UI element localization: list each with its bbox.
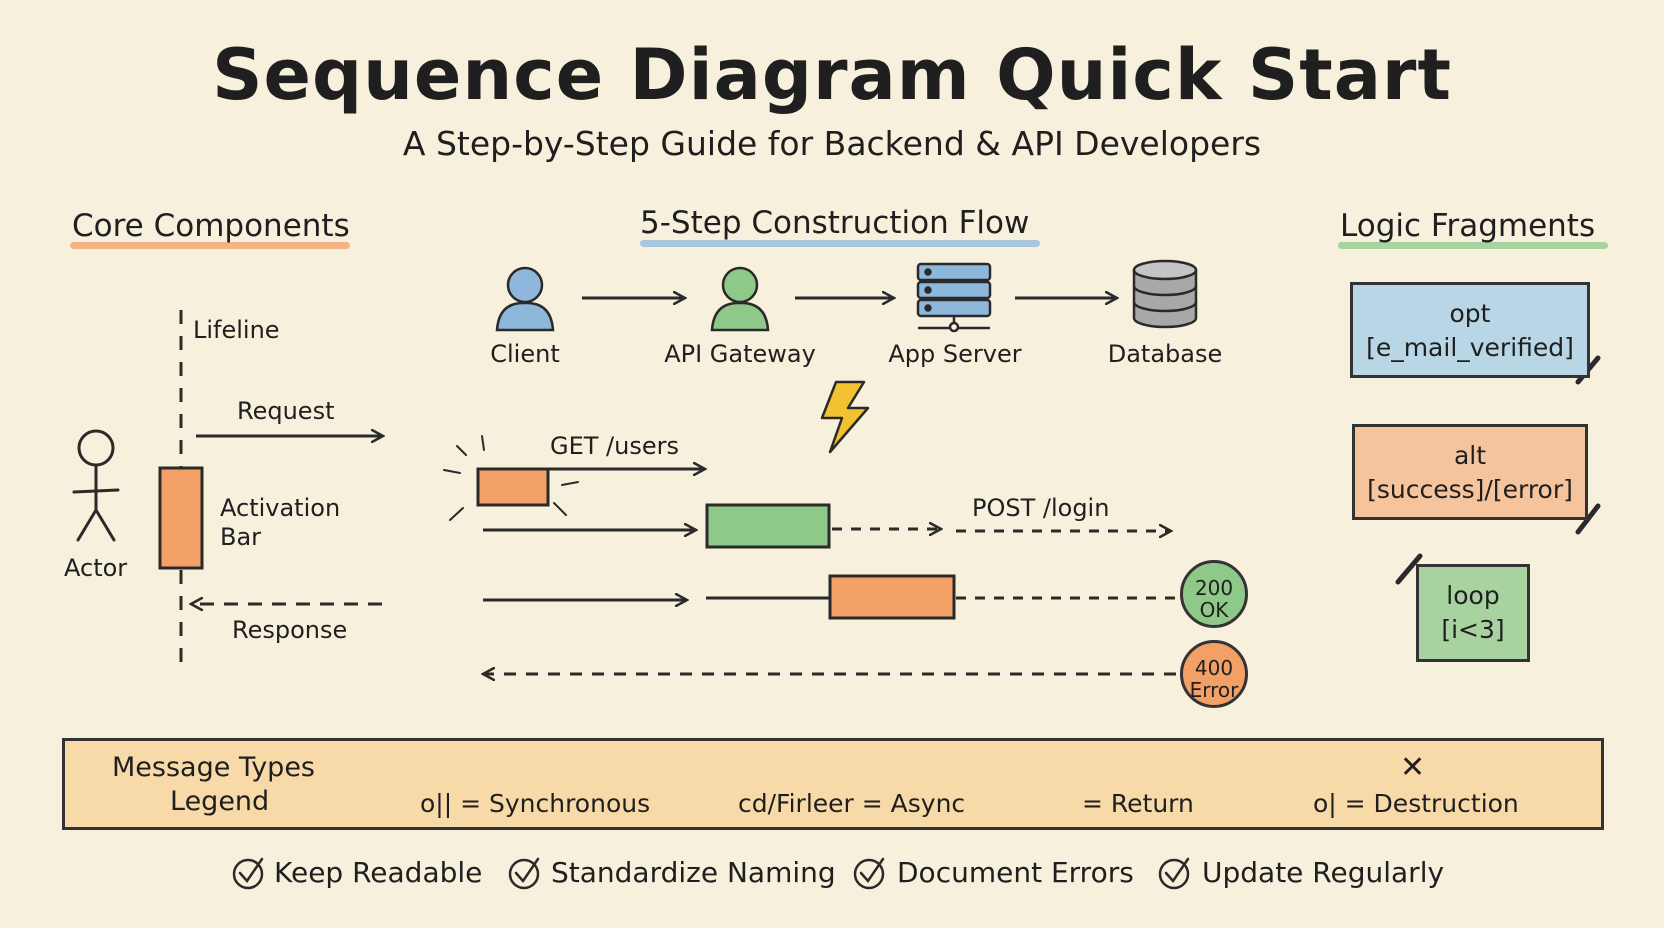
api-gateway-icon: [710, 266, 770, 332]
flow-heading: 5-Step Construction Flow: [640, 205, 1030, 241]
legend-destruction-label: o| = Destruction: [1313, 789, 1519, 818]
participant-label-database: Database: [1107, 340, 1223, 368]
opt-fragment: opt [e_mail_verified]: [1350, 282, 1590, 378]
ok-badge-text: OK: [1199, 598, 1229, 622]
actor-icon: [72, 429, 120, 542]
error-badge-code: 400: [1194, 656, 1234, 680]
fragments-heading-underline: [1338, 242, 1608, 249]
core-heading-underline: [70, 242, 350, 249]
participant-label-client: Client: [490, 340, 560, 368]
response-label: Response: [232, 616, 348, 644]
legend-async-label: cd/Firleer = Async: [738, 789, 966, 818]
checklist-item-keep-readable: Keep Readable: [274, 856, 483, 889]
loop-fragment-keyword: loop: [1446, 581, 1500, 610]
legend-sync-label: o|| = Synchronous: [420, 789, 651, 818]
error-badge-text: Error: [1189, 678, 1239, 702]
lightning-icon: [820, 380, 870, 454]
lifeline-label: Lifeline: [193, 316, 280, 344]
ok-badge: 200 OK: [1180, 560, 1248, 628]
activation-bar: [158, 466, 204, 570]
orange-activation-block-2: [828, 574, 956, 620]
loop-fragment: loop [i<3]: [1416, 564, 1530, 662]
ok-badge-code: 200: [1194, 576, 1234, 600]
alt-fragment-keyword: alt: [1453, 441, 1487, 470]
alt-fragment-guard: [success]/[error]: [1367, 475, 1573, 504]
checklist-item-standardize-naming: Standardize Naming: [551, 856, 836, 889]
post-login-label: POST /login: [972, 494, 1110, 522]
request-label: Request: [237, 397, 335, 425]
bar-label: Bar: [220, 523, 262, 551]
burst-lines: [443, 435, 579, 521]
actor-label: Actor: [64, 554, 128, 582]
participant-label-app-server: App Server: [888, 340, 1022, 368]
message-types-legend: [62, 738, 1604, 830]
legend-return-label: = Return: [1082, 789, 1194, 818]
check-icon-1: [232, 857, 264, 890]
page-subtitle: A Step-by-Step Guide for Backend & API D…: [402, 124, 1262, 163]
opt-fragment-guard: [e_mail_verified]: [1366, 333, 1574, 362]
error-badge: 400 Error: [1180, 640, 1248, 708]
opt-fragment-keyword: opt: [1449, 299, 1491, 328]
green-activation-block: [705, 503, 831, 549]
check-icon-2: [508, 857, 540, 890]
loop-fragment-guard: [i<3]: [1441, 615, 1505, 644]
get-users-label: GET /users: [550, 432, 679, 460]
legend-title-line1: Message Types: [112, 752, 316, 783]
orange-activation-block: [476, 467, 550, 507]
app-server-icon: [916, 262, 992, 333]
legend-title-line2: Legend: [170, 786, 270, 817]
client-icon: [495, 266, 555, 332]
loop-pencil-mark: [1395, 553, 1423, 585]
core-components-heading: Core Components: [72, 208, 350, 244]
database-icon: [1132, 259, 1198, 329]
participant-label-api-gateway: API Gateway: [664, 340, 816, 368]
alt-pencil-mark: [1575, 503, 1601, 535]
page-title: Sequence Diagram Quick Start: [212, 34, 1452, 116]
destruction-x-icon: ✕: [1400, 750, 1426, 785]
check-icon-4: [1158, 857, 1190, 890]
activation-label: Activation: [220, 494, 341, 522]
alt-fragment: alt [success]/[error]: [1352, 424, 1588, 520]
check-icon-3: [853, 857, 885, 890]
checklist-item-update-regularly: Update Regularly: [1202, 856, 1445, 889]
fragments-heading: Logic Fragments: [1340, 208, 1596, 244]
flow-heading-underline: [640, 240, 1040, 247]
checklist-item-document-errors: Document Errors: [897, 856, 1134, 889]
